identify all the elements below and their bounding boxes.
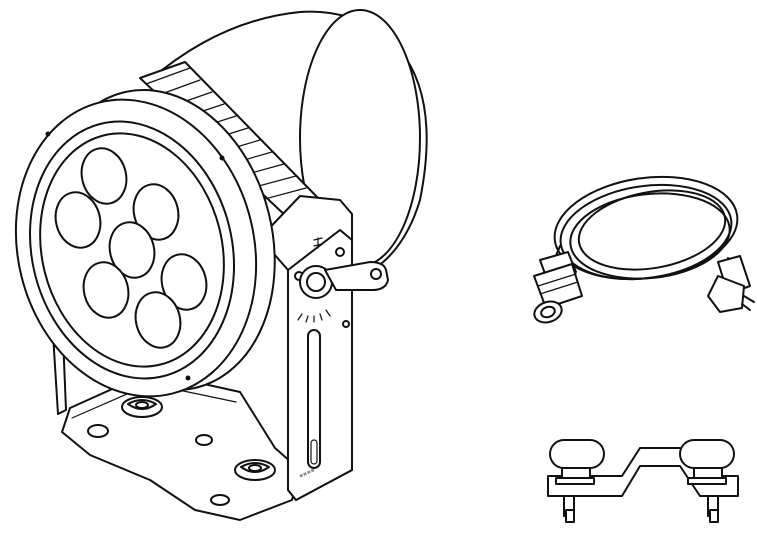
quarter-turn-fastener [679, 439, 735, 523]
omega-bracket [547, 439, 739, 523]
led-lens [108, 221, 156, 279]
led-lens [160, 253, 208, 311]
led-spot-fixture: ≡≡≡≡ [14, 9, 428, 521]
power-cable [533, 175, 755, 324]
led-lens [132, 183, 180, 241]
quarter-turn-fastener [549, 439, 605, 523]
tilt-lock-knob [299, 261, 389, 299]
led-lens [80, 147, 128, 205]
led-lens [54, 191, 102, 249]
led-lens [82, 261, 130, 319]
cable-connector [533, 251, 583, 324]
led-lens-array [54, 147, 208, 349]
base-plate [61, 371, 301, 521]
base-slot-clamp [234, 459, 276, 481]
schuko-plug [707, 255, 755, 313]
base-slot-clamp [121, 396, 163, 418]
led-lens [134, 291, 182, 349]
